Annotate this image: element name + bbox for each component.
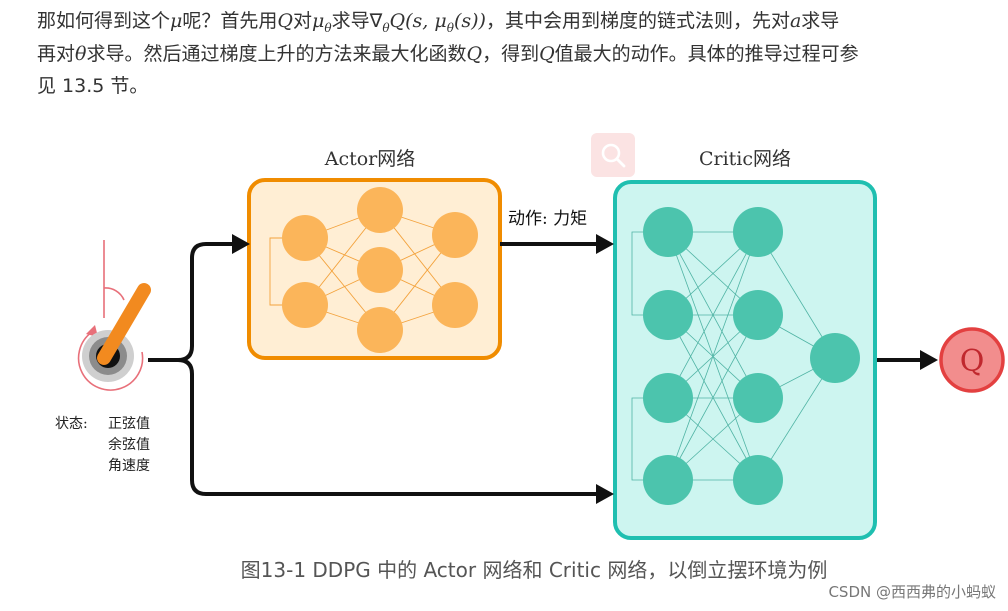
state-item-angular-velocity: 角速度 <box>108 458 150 474</box>
magnifier-icon <box>601 143 626 168</box>
critic-input-node <box>643 373 693 423</box>
actor-input-node <box>282 282 328 328</box>
paragraph-line-2: 再对θ求导。然后通过梯度上升的方法来最大化函数Q，得到Q值最大的动作。具体的推导… <box>37 42 859 65</box>
critic-hidden-node <box>733 207 783 257</box>
arrow-heads <box>232 234 938 504</box>
q-output-node <box>939 327 1005 393</box>
critic-input-node <box>643 290 693 340</box>
state-to-actor-arrow <box>148 242 234 362</box>
critic-nodes <box>643 207 860 505</box>
csdn-watermark: CSDN @西西弗的小蚂蚁 <box>828 583 996 601</box>
critic-input-node <box>643 455 693 505</box>
q-output-label: Q <box>960 344 985 379</box>
action-label: 动作: 力矩 <box>508 209 587 229</box>
state-to-critic-arrow <box>177 358 598 496</box>
critic-hidden-node <box>733 455 783 505</box>
critic-input-node <box>643 207 693 257</box>
actor-nodes <box>282 187 478 353</box>
paragraph-line-3: 见 13.5 节。 <box>37 75 149 97</box>
state-item-sin: 正弦值 <box>108 416 150 432</box>
actor-input-node <box>282 215 328 261</box>
actor-output-node <box>432 212 478 258</box>
critic-network-box <box>613 180 877 540</box>
critic-hidden-node <box>733 373 783 423</box>
actor-output-node <box>432 282 478 328</box>
actor-title: Actor网络 <box>324 148 416 170</box>
paragraph-line-1: 那如何得到这个μ呢？首先用Q对μθ求导∇θQ(s, μθ(s))，其中会用到梯度… <box>37 10 840 35</box>
critic-title: Critic网络 <box>699 148 791 170</box>
state-label: 状态: <box>55 416 88 432</box>
image-search-button[interactable] <box>591 133 635 177</box>
actor-hidden-node <box>357 307 403 353</box>
figure-caption: 图13-1 DDPG 中的 Actor 网络和 Critic 网络，以倒立摆环境… <box>240 558 828 582</box>
critic-hidden-node <box>733 290 783 340</box>
state-item-cos: 余弦值 <box>108 436 150 453</box>
actor-hidden-node <box>357 187 403 233</box>
flow-arrows <box>148 242 922 496</box>
pendulum-illustration <box>77 240 151 391</box>
body-paragraph: 那如何得到这个μ呢？首先用Q对μθ求导∇θQ(s, μθ(s))，其中会用到梯度… <box>37 5 1008 103</box>
critic-output-node <box>810 333 860 383</box>
actor-hidden-node <box>357 247 403 293</box>
